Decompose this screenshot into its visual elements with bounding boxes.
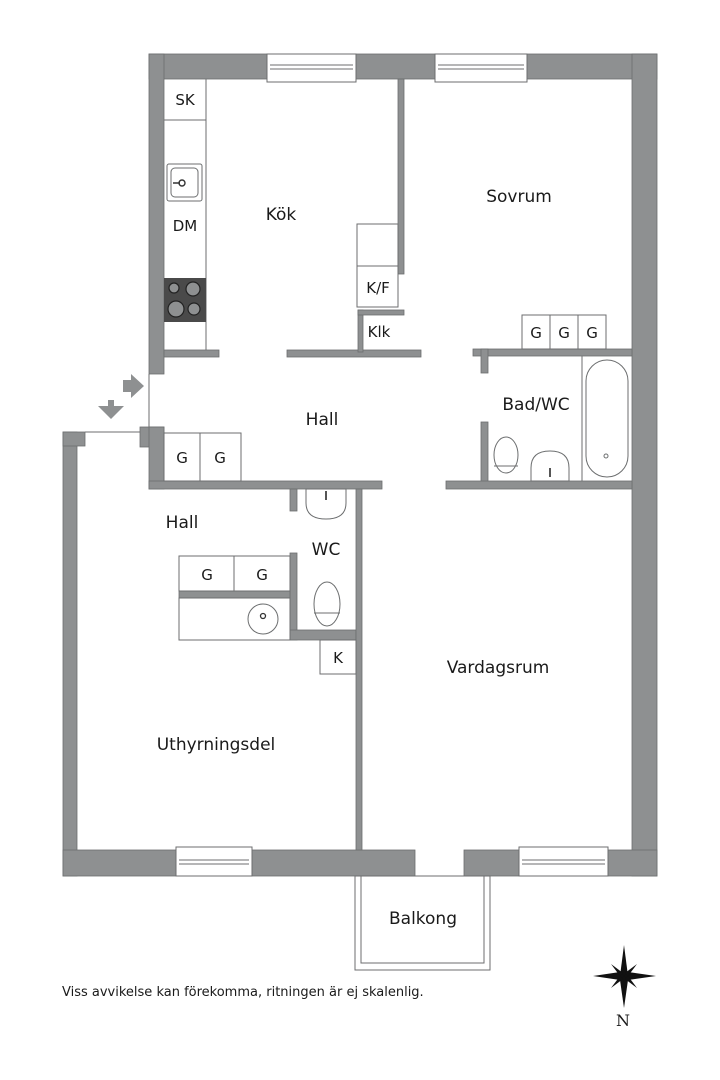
fixture-label-sk: SK — [175, 91, 195, 109]
wardrobe-label: G — [256, 566, 268, 584]
wardrobe-label: G — [530, 324, 542, 342]
interior-walls — [148, 78, 633, 851]
room-label-hall-main: Hall — [305, 410, 339, 430]
fixture-label-k: K — [333, 649, 343, 667]
kitchen-counter — [164, 79, 399, 350]
compass-north-label: N — [616, 1011, 630, 1030]
room-label-vardagsrum: Vardagsrum — [446, 658, 550, 678]
room-label-hall-rental: Hall — [165, 513, 199, 533]
disclaimer-text: Viss avvikelse kan förekomma, ritningen … — [62, 985, 424, 1000]
wardrobe-label: G — [201, 566, 213, 584]
room-label-sovrum: Sovrum — [486, 187, 552, 207]
room-label-wc: WC — [311, 540, 341, 560]
fixture-label-dm: DM — [172, 217, 198, 235]
bathroom-fixtures — [247, 356, 629, 635]
room-label-kok: Kök — [265, 205, 297, 225]
room-label-uthyrningsdel: Uthyrningsdel — [156, 735, 276, 755]
room-label-bad-wc: Bad/WC — [502, 395, 570, 415]
fixture-label-klk: Klk — [367, 323, 391, 341]
balcony-outline — [354, 875, 491, 971]
room-label-balkong: Balkong — [388, 909, 458, 929]
entrance-arrows-icon — [85, 374, 150, 433]
wardrobe-label: G — [214, 449, 226, 467]
compass-rose-icon — [593, 945, 656, 1008]
wardrobe-label: G — [558, 324, 570, 342]
fixture-label-kf: K/F — [366, 279, 390, 297]
outer-walls — [62, 53, 658, 877]
wardrobe-label: G — [176, 449, 188, 467]
windows — [175, 53, 609, 877]
wardrobe-label: G — [586, 324, 598, 342]
wardrobes — [163, 314, 607, 675]
